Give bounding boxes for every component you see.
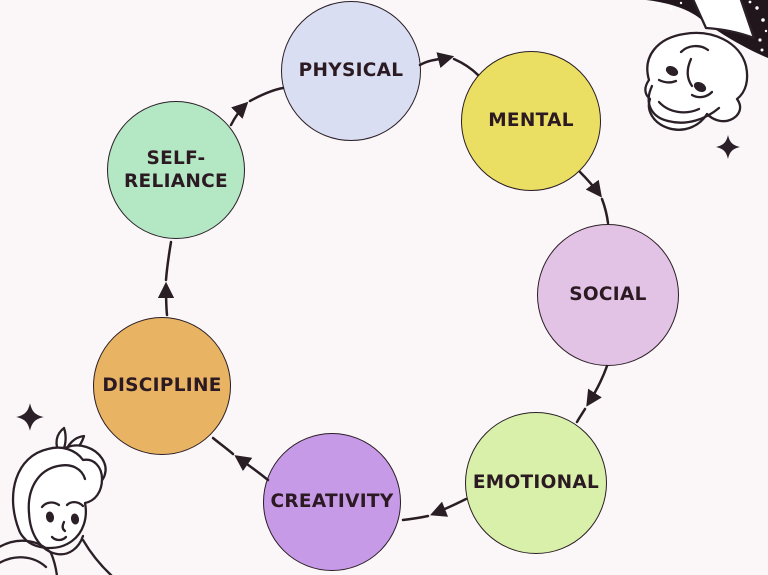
arrow-creativity-to-discipline: [234, 455, 270, 482]
node-self-reliance-label: SELF- RELIANCE: [124, 147, 228, 192]
smile-curve: [50, 535, 68, 542]
node-self-reliance: SELF- RELIANCE: [107, 101, 245, 239]
arrow-social-to-emotional-tip: [575, 407, 587, 424]
right-brow: [65, 500, 85, 508]
black-hair-shape: [646, 0, 768, 58]
node-creativity: CREATIVITY: [263, 433, 401, 571]
node-social-label: SOCIAL: [569, 284, 647, 306]
hair-bun: [53, 444, 107, 490]
right-shoulder-line: [81, 538, 113, 575]
nose-curve: [61, 520, 67, 533]
sparkle-icon: [16, 403, 44, 431]
arrow-physical-to-mental: [418, 52, 455, 69]
arrow-self-reliance-to-physical: [229, 101, 249, 127]
chest-line: [49, 551, 59, 575]
node-physical-label: PHYSICAL: [298, 60, 404, 82]
arrow-social-to-emotional: [586, 364, 609, 407]
hair-outline: [11, 446, 104, 550]
left-shoulder-line: [0, 539, 53, 555]
hand-curve-3: [657, 100, 701, 114]
arrow-discipline-to-self-reliance-tip: [164, 240, 173, 282]
node-mental: MENTAL: [461, 51, 601, 191]
right-eye: [693, 81, 707, 93]
woman-doodle: [0, 426, 113, 575]
woman-right-eye: [70, 513, 80, 525]
node-emotional-label: EMOTIONAL: [472, 472, 600, 494]
node-social: SOCIAL: [537, 224, 679, 366]
neck-wedge: [692, 0, 756, 40]
arrow-physical-to-mental-tip: [452, 57, 480, 77]
jaw-line: [27, 511, 85, 556]
face-doodle: [644, 0, 768, 131]
arrow-discipline-to-self-reliance: [157, 281, 175, 317]
leaf-right: [62, 434, 86, 458]
left-eye: [665, 65, 679, 77]
nose-line: [686, 57, 694, 88]
arrow-emotional-to-creativity-tip: [401, 514, 430, 522]
node-physical: PHYSICAL: [281, 1, 421, 141]
arrow-mental-to-social: [578, 170, 602, 198]
sparkle-icon: [716, 135, 740, 159]
node-discipline: DISCIPLINE: [93, 317, 231, 455]
arrow-creativity-to-discipline-tip: [211, 436, 235, 456]
collar-line: [0, 556, 48, 569]
hair-speckles: [657, 0, 768, 52]
mouth-line-1: [657, 78, 678, 84]
left-brow: [40, 501, 61, 509]
hand-curve-1: [647, 84, 670, 123]
brow-line: [679, 44, 710, 54]
arrow-emotional-to-creativity: [429, 497, 468, 517]
node-discipline-label: DISCIPLINE: [102, 375, 222, 397]
fringe-line: [27, 464, 87, 515]
arrow-mental-to-social-tip: [600, 197, 610, 225]
hand-curve-2: [666, 106, 721, 124]
arrow-self-reliance-to-physical-tip: [248, 86, 285, 103]
node-creativity-label: CREATIVITY: [270, 491, 394, 513]
node-mental-label: MENTAL: [488, 110, 574, 132]
leaf-left: [55, 426, 67, 457]
head-outline: [644, 31, 749, 131]
node-emotional: EMOTIONAL: [465, 412, 607, 554]
woman-left-eye: [45, 511, 55, 523]
mouth-line-2: [690, 90, 714, 99]
